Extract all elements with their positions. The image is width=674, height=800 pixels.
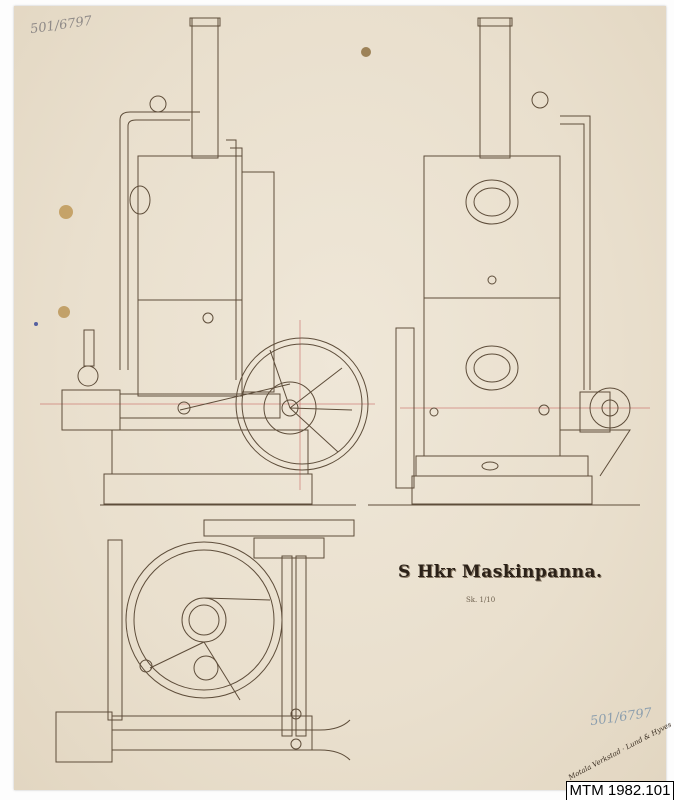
scale-note: Sk. 1/10: [466, 596, 496, 604]
signature: Motala Verkstad · Lund & Hyves: [566, 720, 673, 782]
side-elevation: [61, 17, 369, 505]
front-elevation: [395, 17, 631, 505]
center-lines: [40, 320, 650, 490]
museum-id-label: MTM 1982.101: [566, 781, 674, 800]
stains: [34, 47, 371, 326]
paper: [14, 6, 666, 790]
drawing-title: S Hkr Maskinpanna.: [398, 562, 603, 582]
plan-view: [55, 519, 355, 763]
